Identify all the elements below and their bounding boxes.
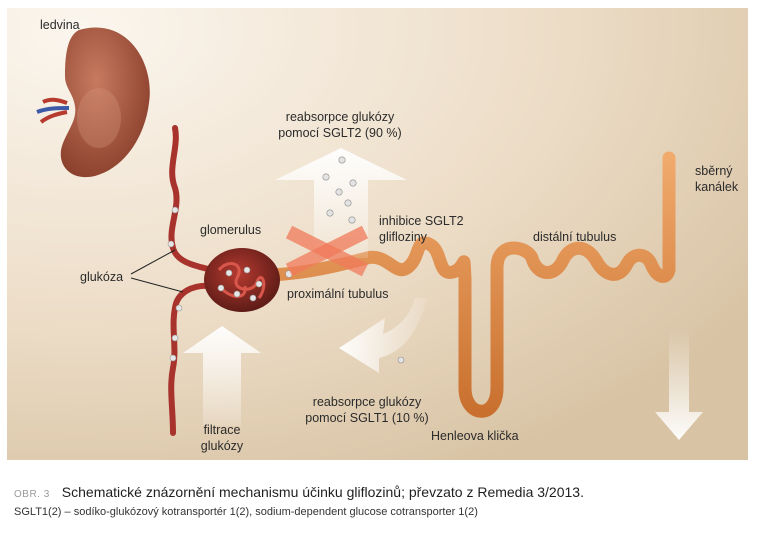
sglt1-reabsorption-arrow (339, 298, 427, 373)
kidney-illustration (36, 27, 150, 178)
glomerulus-illustration (204, 248, 293, 312)
collecting-duct-label-line1: sběrný (695, 164, 733, 178)
filtration-label-line2: glukózy (201, 439, 244, 453)
distal-tubule-label: distální tubulus (533, 230, 616, 244)
inhibition-cross (285, 225, 369, 277)
filtration-arrow (183, 326, 261, 426)
figure-number: OBR. 3 (14, 489, 50, 500)
filtration-label-line1: filtrace (204, 423, 241, 437)
sglt2-label-line2: pomocí SGLT2 (90 %) (278, 126, 401, 140)
blood-vessels (168, 125, 215, 436)
diagram-panel: ledvina reabsorpce glukózy pomocí SGLT2 … (7, 8, 748, 460)
proximal-tubule-label: proximální tubulus (287, 287, 388, 301)
sglt2-label-line1: reabsorpce glukózy (286, 110, 395, 124)
glomerulus-label: glomerulus (200, 223, 261, 237)
inhibition-label-line2: glifloziny (379, 230, 428, 244)
glucose-pointer-lines (130, 249, 184, 293)
glucose-label: glukóza (80, 270, 123, 284)
henle-loop-label: Henleova klička (431, 429, 519, 443)
collecting-duct-label-line2: kanálek (695, 180, 739, 194)
sglt1-label-line1: reabsorpce glukózy (313, 395, 422, 409)
collecting-duct-arrow (655, 328, 703, 440)
vessel-glucose-dots (167, 206, 183, 362)
nephron-tubule (265, 151, 676, 418)
caption-title: Schematické znázornění mechanismu účinku… (61, 484, 584, 500)
kidney-label: ledvina (40, 18, 80, 32)
inhibition-label-line1: inhibice SGLT2 (379, 214, 464, 228)
caption-note: SGLT1(2) – sodíko-glukózový kotransporté… (14, 506, 478, 518)
figure-caption: OBR. 3 Schematické znázornění mechanismu … (14, 484, 754, 500)
sglt1-label-line2: pomocí SGLT1 (10 %) (305, 411, 428, 425)
sglt2-reabsorption-arrow (275, 148, 407, 258)
